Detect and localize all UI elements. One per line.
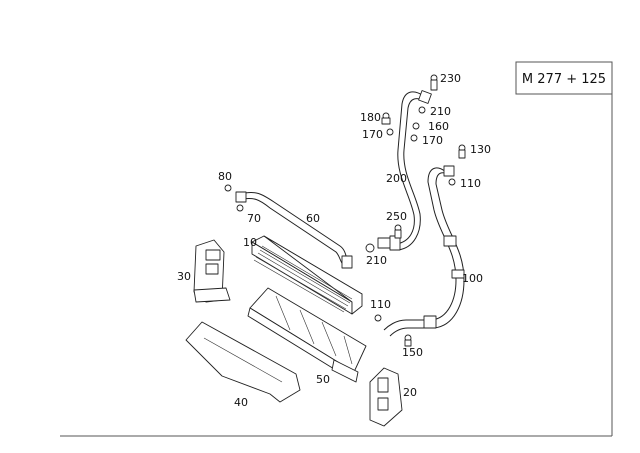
oil-cooler-10: [251, 235, 363, 315]
callout-170-left: 170: [362, 128, 383, 141]
callout-10: 10: [243, 236, 257, 249]
callout-230: 230: [440, 72, 461, 85]
callout-30: 30: [177, 270, 191, 283]
air-duct-50: [247, 287, 367, 383]
callout-150: 150: [402, 346, 423, 359]
callout-170-right: 170: [422, 134, 443, 147]
callout-130: 130: [470, 143, 491, 156]
callout-210-lower: 210: [366, 254, 387, 267]
callout-70: 70: [247, 212, 261, 225]
title-box-label: M 277 + 125: [522, 72, 606, 87]
bracket-20: [369, 367, 403, 427]
callout-80: 80: [218, 170, 232, 183]
callout-100: 100: [462, 272, 483, 285]
callout-200: 200: [386, 172, 407, 185]
callout-210-top: 210: [430, 105, 451, 118]
hose-100: [383, 165, 465, 337]
fasteners: [224, 74, 466, 347]
callout-60: 60: [306, 212, 320, 225]
hose-200: [395, 90, 432, 251]
fitting-210-lower: [365, 235, 401, 253]
title-box: [515, 61, 613, 95]
callout-250: 250: [386, 210, 407, 223]
callout-180: 180: [360, 111, 381, 124]
bracket-30: [193, 239, 231, 303]
callout-20: 20: [403, 386, 417, 399]
pipe-60: [235, 191, 353, 269]
callout-50: 50: [316, 373, 330, 386]
callout-110-lower: 110: [370, 298, 391, 311]
shield-40: [185, 321, 301, 403]
callout-110-top: 110: [460, 177, 481, 190]
callout-160: 160: [428, 120, 449, 133]
callout-40: 40: [234, 396, 248, 409]
